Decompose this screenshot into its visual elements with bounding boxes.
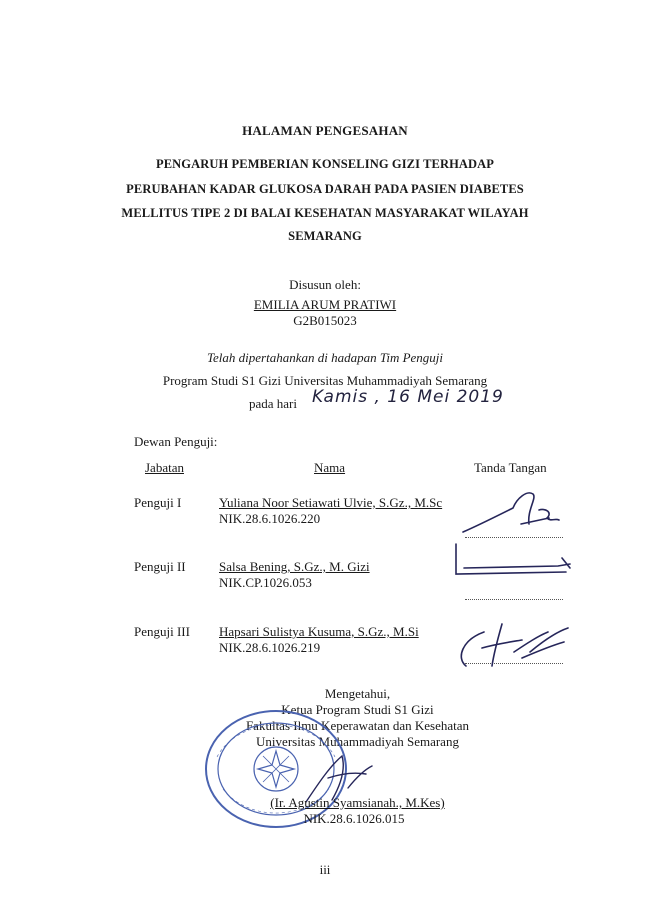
- signature-head-of-program: [305, 754, 373, 803]
- thesis-title-line-4: SEMARANG: [288, 229, 362, 243]
- approval-name: (Ir. Agustin Syamsianah., M.Kes): [270, 795, 445, 810]
- author-name: EMILIA ARUM PRATIWI: [253, 297, 397, 312]
- table-row-role: Penguji III: [134, 624, 190, 639]
- page-number: iii: [319, 862, 331, 877]
- signature-line: [465, 537, 563, 538]
- approval-nik: NIK.28.6.1026.015: [303, 811, 405, 826]
- approval-line-1: Ketua Program Studi S1 Gizi: [281, 702, 434, 717]
- university-stamp-seal: [205, 710, 347, 828]
- column-header-name: Nama: [314, 460, 346, 475]
- table-row-role: Penguji I: [134, 495, 182, 510]
- author-nim: G2B015023: [293, 313, 357, 328]
- thesis-title-line-3: MELLITUS TIPE 2 DI BALAI KESEHATAN MASYA…: [121, 206, 529, 220]
- table-row-nik: NIK.CP.1026.053: [219, 575, 312, 590]
- signature-penguji-2: [455, 543, 571, 575]
- panel-heading: Dewan Penguji:: [134, 434, 218, 449]
- table-row-name: Hapsari Sulistya Kusuma, S.Gz., M.Si: [219, 624, 419, 639]
- approval-known: Mengetahui,: [324, 686, 391, 701]
- column-header-role: Jabatan: [145, 460, 184, 475]
- table-row-nik: NIK.28.6.1026.219: [219, 640, 321, 655]
- thesis-title-line-1: PENGARUH PEMBERIAN KONSELING GIZI TERHAD…: [155, 157, 495, 171]
- page-title: HALAMAN PENGESAHAN: [242, 123, 408, 138]
- signature-penguji-3: [460, 623, 569, 667]
- table-row-role: Penguji II: [134, 559, 186, 574]
- defense-day-handwritten: Kamis , 16 Mei 2019: [312, 387, 504, 407]
- table-row-nik: NIK.28.6.1026.220: [219, 511, 321, 526]
- thesis-title-line-2: PERUBAHAN KADAR GLUKOSA DARAH PADA PASIE…: [126, 182, 524, 196]
- approval-line-3: Universitas Muhammadiyah Semarang: [256, 734, 459, 749]
- signature-penguji-1: [462, 492, 560, 533]
- signature-line: [465, 599, 563, 600]
- signature-line: [465, 663, 563, 664]
- column-header-signature: Tanda Tangan: [474, 460, 547, 475]
- defense-day-label: pada hari: [249, 396, 298, 411]
- table-row-name: Salsa Bening, S.Gz., M. Gizi: [219, 559, 370, 574]
- defense-statement: Telah dipertahankan di hadapan Tim Pengu…: [206, 350, 444, 365]
- defense-program: Program Studi S1 Gizi Universitas Muhamm…: [162, 373, 488, 388]
- author-label: Disusun oleh:: [289, 277, 361, 292]
- table-row-name: Yuliana Noor Setiawati Ulvie, S.Gz., M.S…: [219, 495, 443, 510]
